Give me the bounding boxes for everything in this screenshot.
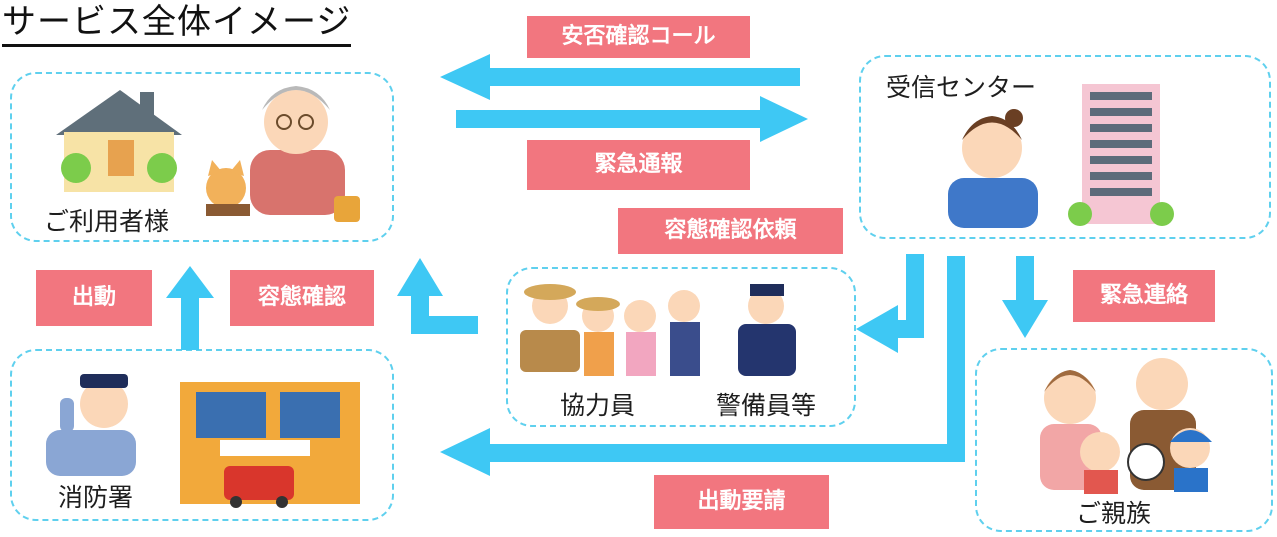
- fire-station-icon: [180, 382, 360, 508]
- building-icon: [1068, 84, 1174, 226]
- elderly-woman-icon: [250, 86, 360, 222]
- label-emergency-contact: 緊急連絡: [1073, 270, 1215, 322]
- node-guard: 警備員等: [716, 391, 817, 420]
- cooperator-group-icon: [520, 284, 796, 376]
- node-user: ご利用者様: [44, 207, 170, 236]
- label-status-check: 容態確認: [230, 270, 374, 326]
- node-center: 受信センター: [886, 73, 1037, 102]
- label-dispatch-request: 出動要請: [654, 475, 829, 529]
- house-icon: [56, 90, 182, 192]
- label-safety-call: 安否確認コール: [527, 16, 750, 58]
- cat-icon: [206, 160, 250, 216]
- arrow-status-check: [397, 258, 478, 334]
- arrow-safety-call: [440, 54, 800, 100]
- arrow-dispatch-up: [166, 266, 214, 350]
- arrow-emergency-contact: [1002, 256, 1048, 338]
- node-cooperator: 協力員: [560, 391, 636, 420]
- node-fire-station: 消防署: [58, 483, 134, 512]
- center-box: [859, 55, 1271, 239]
- label-status-check-request: 容態確認依頼: [618, 208, 843, 254]
- fire-station-box: [10, 349, 394, 521]
- arrow-emergency-report: [456, 96, 808, 142]
- operator-icon: [948, 109, 1038, 228]
- user-box: [10, 72, 394, 242]
- family-icon: [1040, 358, 1212, 494]
- node-family: ご親族: [1076, 499, 1152, 528]
- label-dispatch: 出動: [36, 270, 152, 326]
- firefighter-icon: [46, 374, 136, 476]
- family-box: [975, 348, 1273, 532]
- page-title: サービス全体イメージ: [2, 2, 352, 47]
- cooperator-box: [506, 267, 856, 427]
- arrow-status-check-request: [856, 254, 924, 353]
- label-emergency-report: 緊急通報: [527, 140, 750, 190]
- arrow-dispatch-request: [440, 256, 965, 476]
